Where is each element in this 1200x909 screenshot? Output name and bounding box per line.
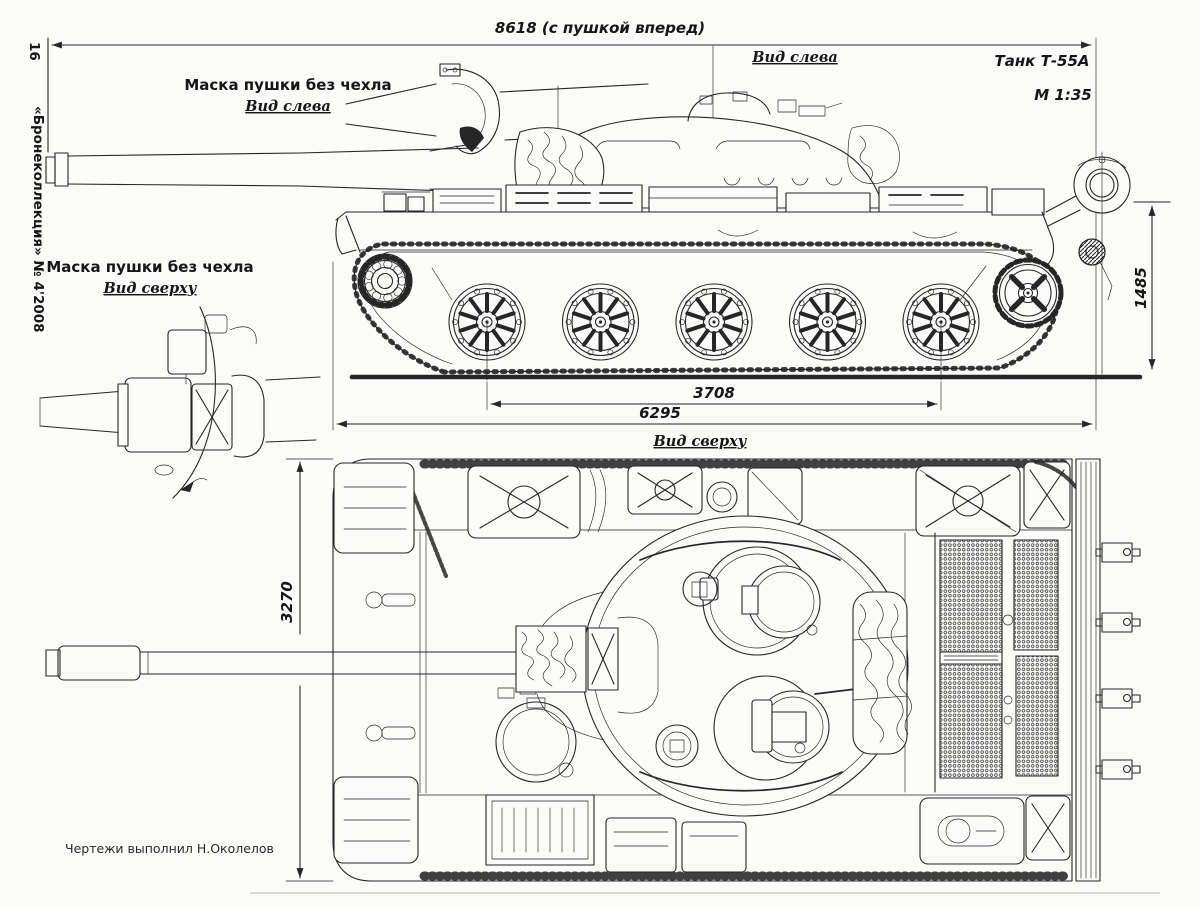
- gun-barrel-top: [45, 645, 519, 681]
- gun-mask-top-detail: [39, 306, 321, 499]
- side-view-label: Вид слева: [751, 49, 838, 66]
- drawing-scale: М 1:35: [1034, 86, 1091, 104]
- mask-top-detail-label: Вид сверху: [103, 280, 198, 297]
- mask-side-detail-label: Вид слева: [244, 98, 331, 115]
- side-view: [45, 37, 1171, 431]
- credit-note: Чертежи выполнил Н.Околелов: [65, 841, 274, 856]
- top-view-label: Вид сверху: [653, 433, 748, 450]
- mask-side-detail-title: Маска пушки без чехла: [184, 76, 391, 94]
- drawing-title: Танк Т-55А: [994, 52, 1089, 70]
- hull-loops: [723, 177, 843, 186]
- top-view: [45, 458, 1141, 882]
- log-bracket: [1095, 612, 1141, 633]
- dim-hull-length-label: 6295: [639, 404, 681, 422]
- dimension-track-contact: [486, 381, 942, 411]
- log-bracket: [1095, 688, 1141, 709]
- page-number: 16: [26, 42, 42, 61]
- dim-width-label: 3270: [278, 581, 296, 623]
- log-bracket: [1095, 542, 1141, 563]
- dim-height-label: 1485: [1132, 267, 1150, 309]
- gun-barrel-side: [45, 142, 479, 198]
- dimension-height: [1133, 201, 1171, 370]
- mantlet-camo-top: [521, 629, 577, 687]
- fender-boxes-side: [432, 184, 1045, 216]
- dimension-width: [285, 458, 334, 882]
- log-bracket: [1095, 759, 1141, 780]
- dimension-hull-length: [332, 261, 1093, 431]
- dimension-overall-length: [47, 37, 1097, 431]
- mask-top-detail-title: Маска пушки без чехла: [46, 258, 253, 276]
- dim-overall-length-label: 8618 (с пушкой вперед): [495, 19, 705, 37]
- hull-side: [335, 151, 1131, 375]
- turret-top: [45, 515, 912, 817]
- magazine-title: «Бронеколлекция» № 4'2008: [30, 106, 46, 333]
- unditching-log: [1075, 458, 1141, 882]
- fender-stowage-top: [333, 461, 1071, 873]
- engine-deck: [904, 460, 1100, 793]
- dim-track-contact-label: 3708: [693, 384, 735, 402]
- labels: 16 «Бронеколлекция» № 4'2008 8618 (с пуш…: [26, 19, 1150, 856]
- running-gear: [351, 241, 1063, 381]
